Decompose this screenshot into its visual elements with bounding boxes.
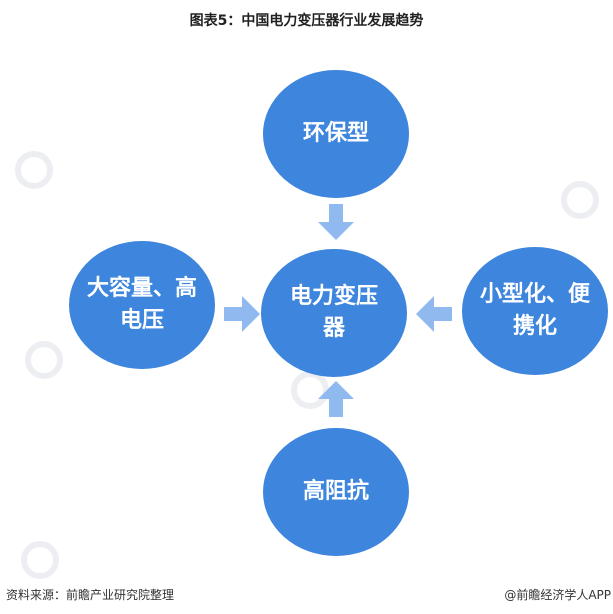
node-center-label: 电力变压器 bbox=[289, 284, 378, 341]
watermark-logo-icon bbox=[561, 181, 599, 219]
credit: @前瞻经济学人APP bbox=[504, 588, 611, 602]
node-top: 环保型 bbox=[263, 70, 409, 198]
source-note: 资料来源：前瞻产业研究院整理 bbox=[6, 588, 175, 602]
node-center: 电力变压器 bbox=[261, 249, 407, 377]
watermark-logo-icon bbox=[25, 341, 63, 379]
node-left-label: 大容量、高电压 bbox=[86, 276, 197, 333]
arrow-right-icon bbox=[224, 296, 260, 332]
node-bottom-label: 高阻抗 bbox=[302, 479, 369, 504]
watermark-logo-icon bbox=[21, 541, 59, 579]
arrow-left-icon bbox=[416, 296, 452, 332]
node-bottom: 高阻抗 bbox=[263, 428, 409, 556]
arrow-down-icon bbox=[318, 204, 354, 240]
node-top-label: 环保型 bbox=[302, 121, 369, 146]
node-left: 大容量、高电压 bbox=[69, 241, 215, 369]
arrow-up-icon bbox=[318, 381, 354, 417]
node-right: 小型化、便携化 bbox=[462, 247, 608, 375]
watermark-logo-icon bbox=[15, 151, 53, 189]
node-right-label: 小型化、便携化 bbox=[479, 282, 590, 339]
diagram-title: 图表5：中国电力变压器行业发展趋势 bbox=[189, 13, 424, 29]
watermark-logo-icon bbox=[291, 371, 329, 409]
